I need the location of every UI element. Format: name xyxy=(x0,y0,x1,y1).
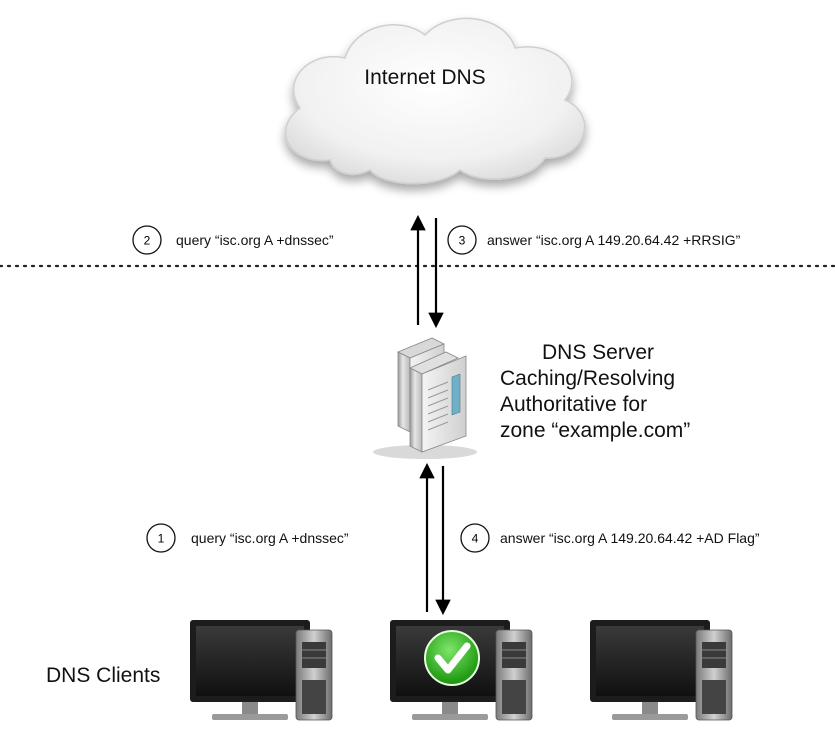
server-description: DNS Server Caching/Resolving Authoritati… xyxy=(500,340,690,444)
step-3-label: answer “isc.org A 149.20.64.42 +RRSIG” xyxy=(487,232,741,248)
svg-text:3: 3 xyxy=(459,234,466,248)
server-line-3: zone “example.com” xyxy=(500,419,691,442)
step-circle-2: 2 xyxy=(132,225,162,255)
step-4-label: answer “isc.org A 149.20.64.42 +AD Flag” xyxy=(500,530,760,546)
svg-text:1: 1 xyxy=(158,532,165,546)
svg-text:2: 2 xyxy=(144,234,151,248)
step-2-label: query “isc.org A +dnssec” xyxy=(176,232,334,248)
step-circle-3: 3 xyxy=(447,225,477,255)
server-title: DNS Server xyxy=(542,341,655,364)
step-circle-1: 1 xyxy=(146,523,176,553)
server-line-2: Authoritative for xyxy=(500,393,648,416)
svg-text:4: 4 xyxy=(472,532,479,546)
step-circle-4: 4 xyxy=(460,523,490,553)
cloud-label: Internet DNS xyxy=(364,66,486,89)
green-checkmark-icon xyxy=(424,630,480,686)
desktop-computer-icon-right xyxy=(590,620,733,721)
server-line-1: Caching/Resolving xyxy=(500,367,676,390)
desktop-computer-icon-left xyxy=(190,620,333,721)
desktop-computer-icon-center xyxy=(390,620,533,721)
cloud-icon xyxy=(284,17,586,185)
server-tower-icon xyxy=(373,337,477,459)
clients-label: DNS Clients xyxy=(46,664,161,687)
step-1-label: query “isc.org A +dnssec” xyxy=(191,530,349,546)
